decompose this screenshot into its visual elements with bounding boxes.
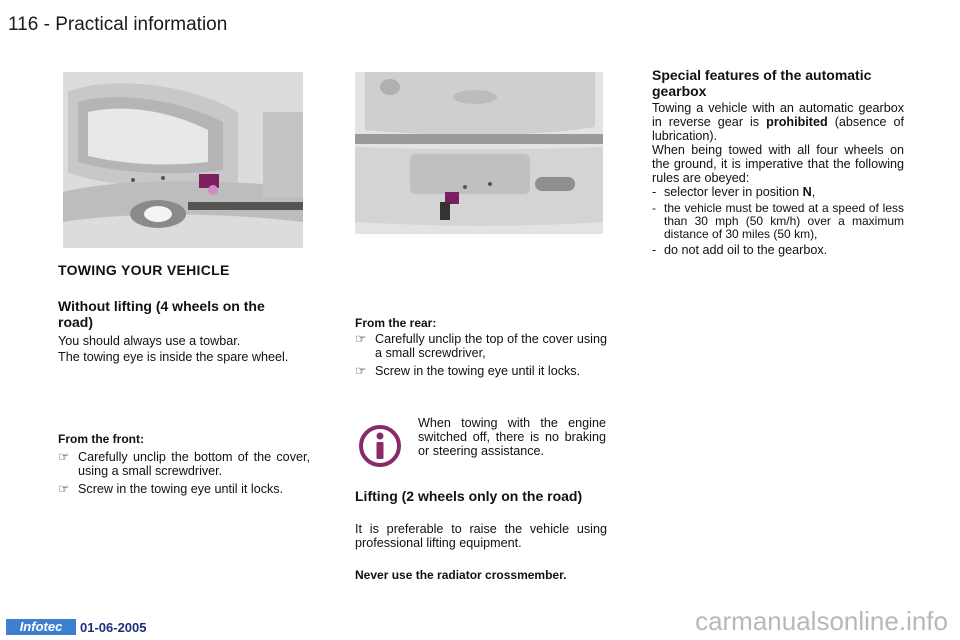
lifting-heading: Lifting (2 wheels only on the road) [355,488,583,504]
radiator-warning: Never use the radiator crossmember. [355,568,567,582]
rear-bullet-item: ☞ Carefully unclip the top of the cover … [355,332,607,360]
towing-eye-paragraph: The towing eye is inside the spare wheel… [58,350,289,364]
page-header: 116 - Practical information [8,14,227,36]
towing-heading: TOWING YOUR VEHICLE [58,262,230,278]
info-note-text: When towing with the engine switched off… [418,416,606,458]
front-bullet-item: ☞ Carefully unclip the bottom of the cov… [58,450,310,478]
reverse-gear-paragraph: Towing a vehicle with an automatic gearb… [652,101,905,143]
from-rear-label: From the rear: [355,316,437,330]
pointing-hand-icon: ☞ [58,482,70,496]
pointing-hand-icon: ☞ [58,450,70,464]
automatic-gearbox-heading: Special features of the automatic gearbo… [652,67,872,99]
rear-bumper-illustration [355,72,603,234]
rule-item: - the vehicle must be towed at a speed o… [652,201,904,241]
without-lifting-heading: Without lifting (4 wheels on the road) [58,298,265,330]
rear-bullets: ☞ Carefully unclip the top of the cover … [355,332,607,378]
towing-rules: - selector lever in position N, - the ve… [652,186,904,257]
rear-bullet-item: ☞ Screw in the towing eye until it locks… [355,364,581,378]
header-separator: - [43,14,50,35]
front-bumper-illustration [63,72,303,248]
watermark: carmanualsonline.info [695,606,948,636]
rule-item: - do not add oil to the gearbox. [652,243,828,257]
footer-date: 01-06-2005 [80,620,147,635]
section-title: Practical information [55,14,228,35]
infotec-logo: Infotec [6,619,76,635]
four-wheels-paragraph: When being towed with all four wheels on… [652,143,904,185]
front-bullet-item: ☞ Screw in the towing eye until it locks… [58,482,284,496]
front-bullets: ☞ Carefully unclip the bottom of the cov… [58,450,310,496]
front-bumper-photo [63,72,303,248]
page-number: 116 [8,14,39,35]
rule-item: - selector lever in position N, [652,185,816,199]
rear-bumper-photo [355,72,603,234]
pointing-hand-icon: ☞ [355,332,367,346]
info-icon [358,424,402,468]
lifting-paragraph: It is preferable to raise the vehicle us… [355,522,607,550]
towbar-paragraph: You should always use a towbar. [58,334,241,348]
from-front-label: From the front: [58,432,144,446]
pointing-hand-icon: ☞ [355,364,367,378]
